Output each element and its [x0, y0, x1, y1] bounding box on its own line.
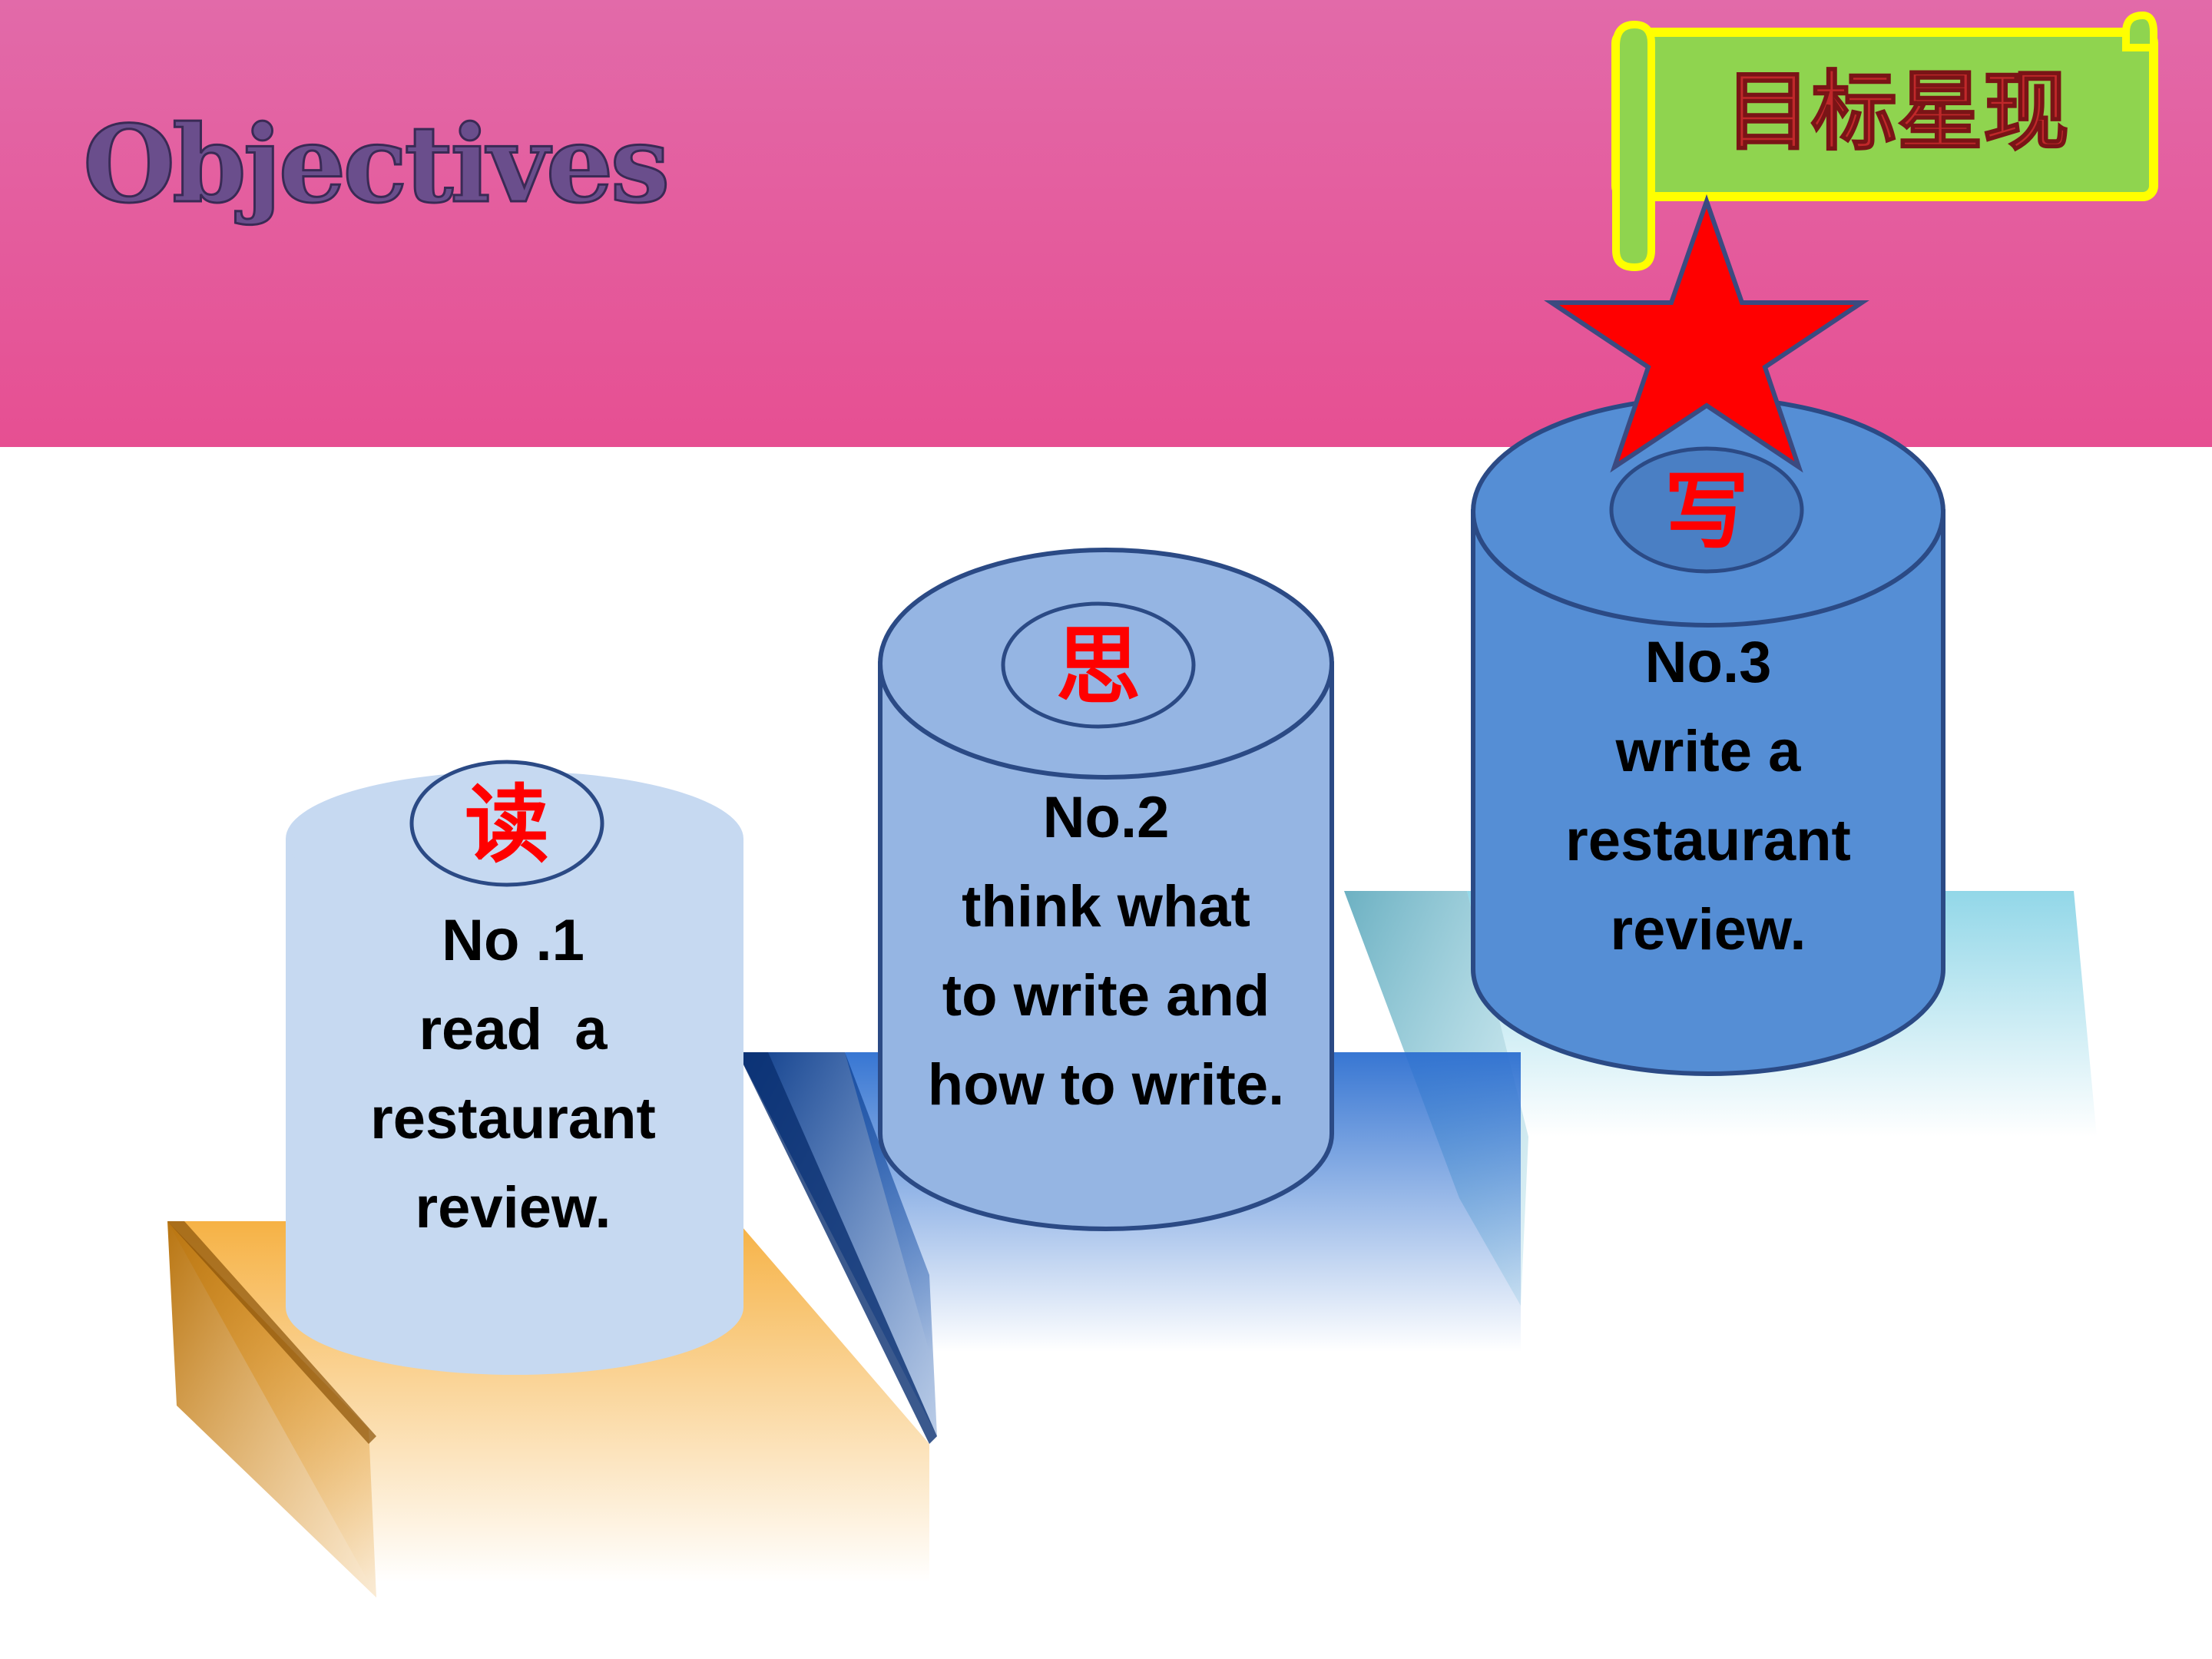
- step-1-char: 读: [465, 775, 549, 874]
- char-circle-1: [409, 760, 604, 887]
- char-circle-3: [1609, 446, 1804, 574]
- step-3-line-2: restaurant: [1565, 808, 1851, 873]
- step-1-line-1: read a: [419, 997, 608, 1062]
- char-circle-2: [1001, 601, 1196, 729]
- scroll-banner: 目标星现: [1611, 12, 2158, 272]
- cylinder-step-1: 读 No .1 read a restaurant review.: [286, 760, 743, 1375]
- cylinder-step-2: 思 No.2 think what to write and how to wr…: [878, 548, 1334, 1231]
- step-3-number: No.3: [1645, 630, 1772, 695]
- step-3-line-1: write a: [1615, 719, 1801, 784]
- cylinder-step-3: 写 No.3 write a restaurant review.: [1471, 396, 1945, 1076]
- slide-title: Objectives: [83, 101, 667, 227]
- step-2-line-2: to write and: [942, 963, 1270, 1028]
- step-1-line-3: review.: [416, 1175, 611, 1240]
- banner-label: 目标星现: [1725, 61, 2069, 162]
- step-2-line-3: how to write.: [928, 1052, 1284, 1118]
- step-2-number: No.2: [1043, 785, 1170, 850]
- step-2-char: 思: [1056, 617, 1141, 716]
- step-2-line-1: think what: [962, 874, 1250, 939]
- star-icon: [1544, 194, 1869, 473]
- step-3-line-3: review.: [1611, 897, 1806, 962]
- step-1-number: No .1: [442, 908, 584, 973]
- step-3-char: 写: [1664, 462, 1749, 561]
- step-1-line-2: restaurant: [370, 1086, 656, 1151]
